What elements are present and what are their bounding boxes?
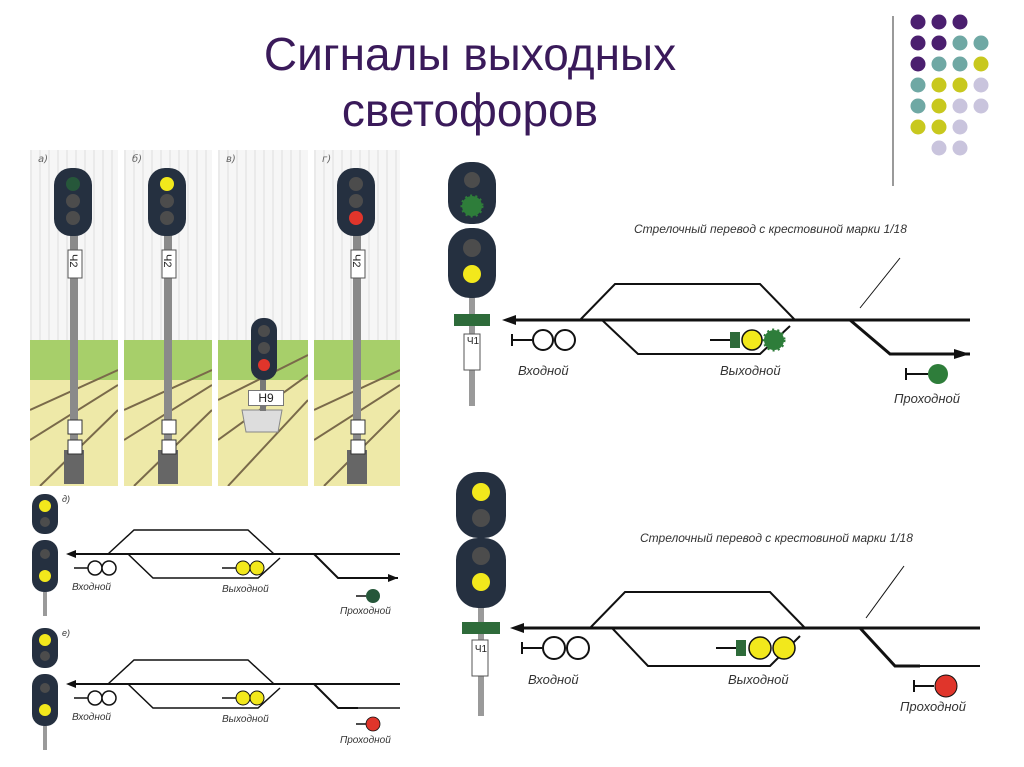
decorative-dot — [910, 119, 926, 135]
signal-drawing — [218, 318, 308, 486]
track-diagram-small-e — [32, 628, 400, 750]
decorative-dot — [931, 35, 947, 51]
decorative-dot — [973, 98, 989, 114]
sky — [218, 150, 308, 340]
decorative-dot — [931, 56, 947, 72]
decorative-dot — [952, 14, 968, 30]
signal-drawing — [314, 168, 400, 486]
exit-label: Выходной — [222, 584, 269, 595]
track-diagram-bottom — [456, 472, 980, 716]
title-line-1: Сигналы выходных — [263, 28, 677, 80]
exit-label: Выходной — [222, 714, 269, 725]
entry-label: Входной — [72, 582, 111, 593]
decorative-dot — [973, 56, 989, 72]
entry-label: Входной — [72, 712, 111, 723]
switch-caption: Стрелочный перевод с крестовиной марки 1… — [640, 531, 913, 545]
signal-drawing — [124, 168, 212, 486]
panel-letter: б) — [132, 154, 143, 165]
panel-letter: г) — [322, 154, 332, 165]
decorative-dot — [931, 119, 947, 135]
signal-photo-a: а) Ч2 — [30, 150, 118, 486]
decorative-dot — [952, 98, 968, 114]
decorative-dot — [973, 35, 989, 51]
pass-label: Проходной — [894, 391, 960, 406]
panel-letter: е) — [62, 628, 71, 638]
title-line-2: светофоров — [341, 84, 599, 136]
signal-plate: Н9 — [248, 390, 284, 406]
pass-label: Проходной — [900, 699, 966, 714]
panel-letter: в) — [226, 154, 236, 165]
slide-title: Сигналы выходных светофоров — [170, 26, 770, 138]
signal-photo-v: в) Н9 — [218, 150, 308, 486]
decorative-dot — [973, 77, 989, 93]
decorative-dot — [931, 140, 947, 156]
panel-letter: д) — [62, 494, 70, 504]
track-diagram-small-d — [32, 494, 400, 616]
decorative-dot — [952, 140, 968, 156]
decorative-dot — [910, 98, 926, 114]
exit-label: Выходной — [728, 672, 789, 687]
decorative-dot — [910, 35, 926, 51]
signal-plate: Ч1 — [474, 644, 488, 655]
signal-plate: Ч2 — [161, 254, 173, 268]
panel-letter: а) — [38, 154, 49, 165]
entry-label: Входной — [518, 363, 569, 378]
signal-photo-b: б) Ч2 — [124, 150, 212, 486]
decorative-dot — [952, 35, 968, 51]
switch-caption: Стрелочный перевод с крестовиной марки 1… — [634, 222, 907, 236]
decorative-dot — [910, 14, 926, 30]
decorative-dot — [952, 119, 968, 135]
decorative-divider — [892, 16, 894, 186]
decorative-dot — [952, 77, 968, 93]
signal-plate: Ч1 — [466, 336, 480, 347]
decorative-dot — [931, 98, 947, 114]
decorative-dot — [931, 14, 947, 30]
signal-plate: Ч2 — [350, 254, 362, 268]
pass-label: Проходной — [340, 606, 391, 617]
decorative-dot — [910, 56, 926, 72]
entry-label: Входной — [528, 672, 579, 687]
pass-label: Проходной — [340, 735, 391, 746]
decorative-dot — [931, 77, 947, 93]
exit-label: Выходной — [720, 363, 781, 378]
decorative-dot — [910, 77, 926, 93]
track-diagram-top — [448, 162, 970, 406]
signal-photo-g: г) Ч2 — [314, 150, 400, 486]
decorative-dot — [952, 56, 968, 72]
signal-plate: Ч2 — [67, 254, 79, 268]
signal-drawing — [30, 168, 118, 486]
